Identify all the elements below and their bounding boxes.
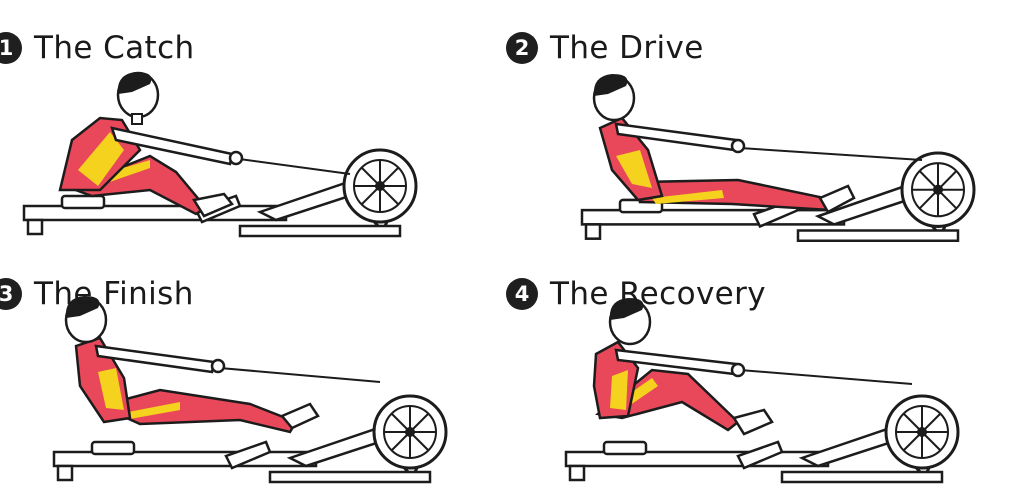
panel-the-drive: 2 The Drive — [506, 0, 1024, 246]
rower-drive-illustration — [580, 74, 976, 243]
rower-finish-illustration — [52, 296, 448, 484]
step-number-badge: 1 — [0, 32, 22, 64]
panel-the-finish: 3 The Finish — [0, 246, 512, 492]
step-title: The Recovery — [550, 276, 767, 312]
step-number-badge: 4 — [506, 278, 538, 310]
step-number-badge: 3 — [0, 278, 22, 310]
rower-recovery-illustration — [564, 298, 960, 484]
step-number-badge: 2 — [506, 32, 538, 64]
panel-the-recovery: 4 The Recovery — [506, 246, 1024, 492]
rower-catch-illustration — [22, 71, 418, 238]
step-title: The Drive — [550, 30, 704, 66]
step-title: The Finish — [34, 276, 194, 312]
step-title: The Catch — [34, 30, 195, 66]
panel-the-catch: 1 The Catch — [0, 0, 512, 246]
